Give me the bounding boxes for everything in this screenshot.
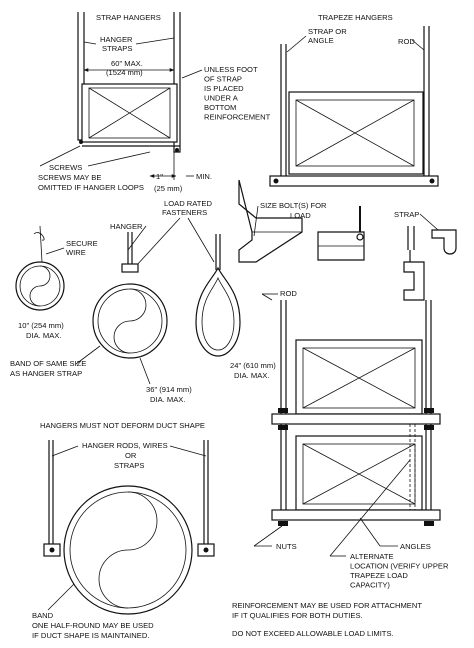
trapeze-rod	[423, 26, 430, 178]
hanger-label: HANGER	[110, 222, 143, 231]
screw	[175, 148, 179, 152]
trapeze-bolt	[273, 178, 279, 184]
band-same-label: BAND OF SAME SIZE AS HANGER STRAP	[10, 359, 89, 378]
unless-foot-note: UNLESS FOOT OF STRAP IS PLACED UNDER A B…	[204, 65, 271, 122]
bolt-detail-right	[317, 231, 365, 261]
round-hangers-section: HANGER LOAD RATED FASTENERS SECURE WIRE …	[10, 199, 278, 404]
lower-angle	[271, 509, 441, 521]
rod-label: ROD	[398, 37, 415, 46]
nut	[424, 408, 434, 413]
duct-large	[63, 485, 193, 615]
screws-omit-note: SCREWS MAY BE OMITTED IF HANGER LOOPS	[38, 173, 144, 192]
screw	[79, 140, 83, 144]
hanger-24-strap	[215, 234, 221, 270]
min-dimension-label: 1" MIN. (25 mm)	[154, 172, 214, 193]
hanger-straps-label: HANGER STRAPS	[100, 35, 135, 53]
large-round-section: HANGERS MUST NOT DEFORM DUCT SHAPE HANGE…	[32, 421, 215, 640]
screws-label: SCREWS	[49, 163, 82, 172]
alternate-rod	[409, 424, 416, 510]
load-limits-note: DO NOT EXCEED ALLOWABLE LOAD LIMITS.	[232, 629, 394, 638]
c-clamp	[403, 261, 425, 301]
upper-angle	[271, 413, 441, 425]
strap-clamp	[407, 226, 457, 255]
trapeze-hangers-title: TRAPEZE HANGERS	[318, 13, 393, 22]
strap-hangers-title: STRAP HANGERS	[96, 13, 161, 22]
load-rated-label: LOAD RATED FASTENERS	[162, 199, 214, 217]
size-bolts-label: SIZE BOLT(S) FOR LOAD	[260, 201, 329, 220]
strap-hangers-section: STRAP HANGERS HANGER STRAPS 60" MAX. (15…	[38, 12, 271, 193]
bolt-detail-left	[238, 179, 303, 263]
lower-duct	[295, 435, 423, 511]
nut	[278, 521, 288, 526]
dia24-label: 24" (610 mm) DIA. MAX.	[230, 361, 278, 380]
double-trapeze-section: ROD NUTS ANGLES ALTERNATE LOCATION (VERI…	[253, 289, 451, 590]
secure-wire-label: SECURE WIRE	[66, 239, 100, 257]
upper-duct	[295, 339, 423, 415]
nut	[278, 425, 288, 430]
secure-wire	[33, 225, 45, 263]
angles-label: ANGLES	[400, 542, 431, 551]
trapeze-strap	[280, 44, 287, 178]
deform-title: HANGERS MUST NOT DEFORM DUCT SHAPE	[40, 421, 205, 430]
trapeze-bolt	[429, 178, 435, 184]
duct-36in	[92, 283, 168, 359]
hanger-rods-label: HANGER RODS, WIRES OR STRAPS	[82, 441, 170, 470]
duct-24in	[195, 266, 241, 357]
width-dimension-label: 60" MAX. (1524 mm)	[106, 59, 145, 77]
nut	[424, 425, 434, 430]
strap-duct-cross	[88, 87, 171, 139]
dia36-label: 36" (914 mm) DIA. MAX.	[146, 385, 194, 404]
double-rod-label: ROD	[280, 289, 297, 298]
strap-label: STRAP	[394, 210, 419, 219]
reinforcement-note: REINFORCEMENT MAY BE USED FOR ATTACHMENT…	[232, 601, 424, 620]
alternate-label: ALTERNATE LOCATION (VERIFY UPPER TRAPEZE…	[350, 552, 451, 590]
trapeze-angle	[269, 175, 439, 187]
nut	[278, 408, 288, 413]
large-left-rod	[48, 440, 54, 546]
nuts-label: NUTS	[276, 542, 297, 551]
large-right-rod	[203, 440, 209, 546]
dia10-label: 10" (254 mm) DIA. MAX.	[18, 321, 66, 340]
band-note: BAND ONE HALF-ROUND MAY BE USED IF DUCT …	[32, 611, 156, 640]
trapeze-hangers-section: TRAPEZE HANGERS STRAP OR ANGLE ROD SIZE …	[238, 13, 457, 301]
notes-section: REINFORCEMENT MAY BE USED FOR ATTACHMENT…	[232, 601, 424, 638]
nut	[424, 521, 434, 526]
strap-or-angle-label: STRAP OR ANGLE	[308, 27, 349, 45]
duct-10in	[15, 261, 65, 311]
trapeze-duct	[288, 91, 424, 175]
